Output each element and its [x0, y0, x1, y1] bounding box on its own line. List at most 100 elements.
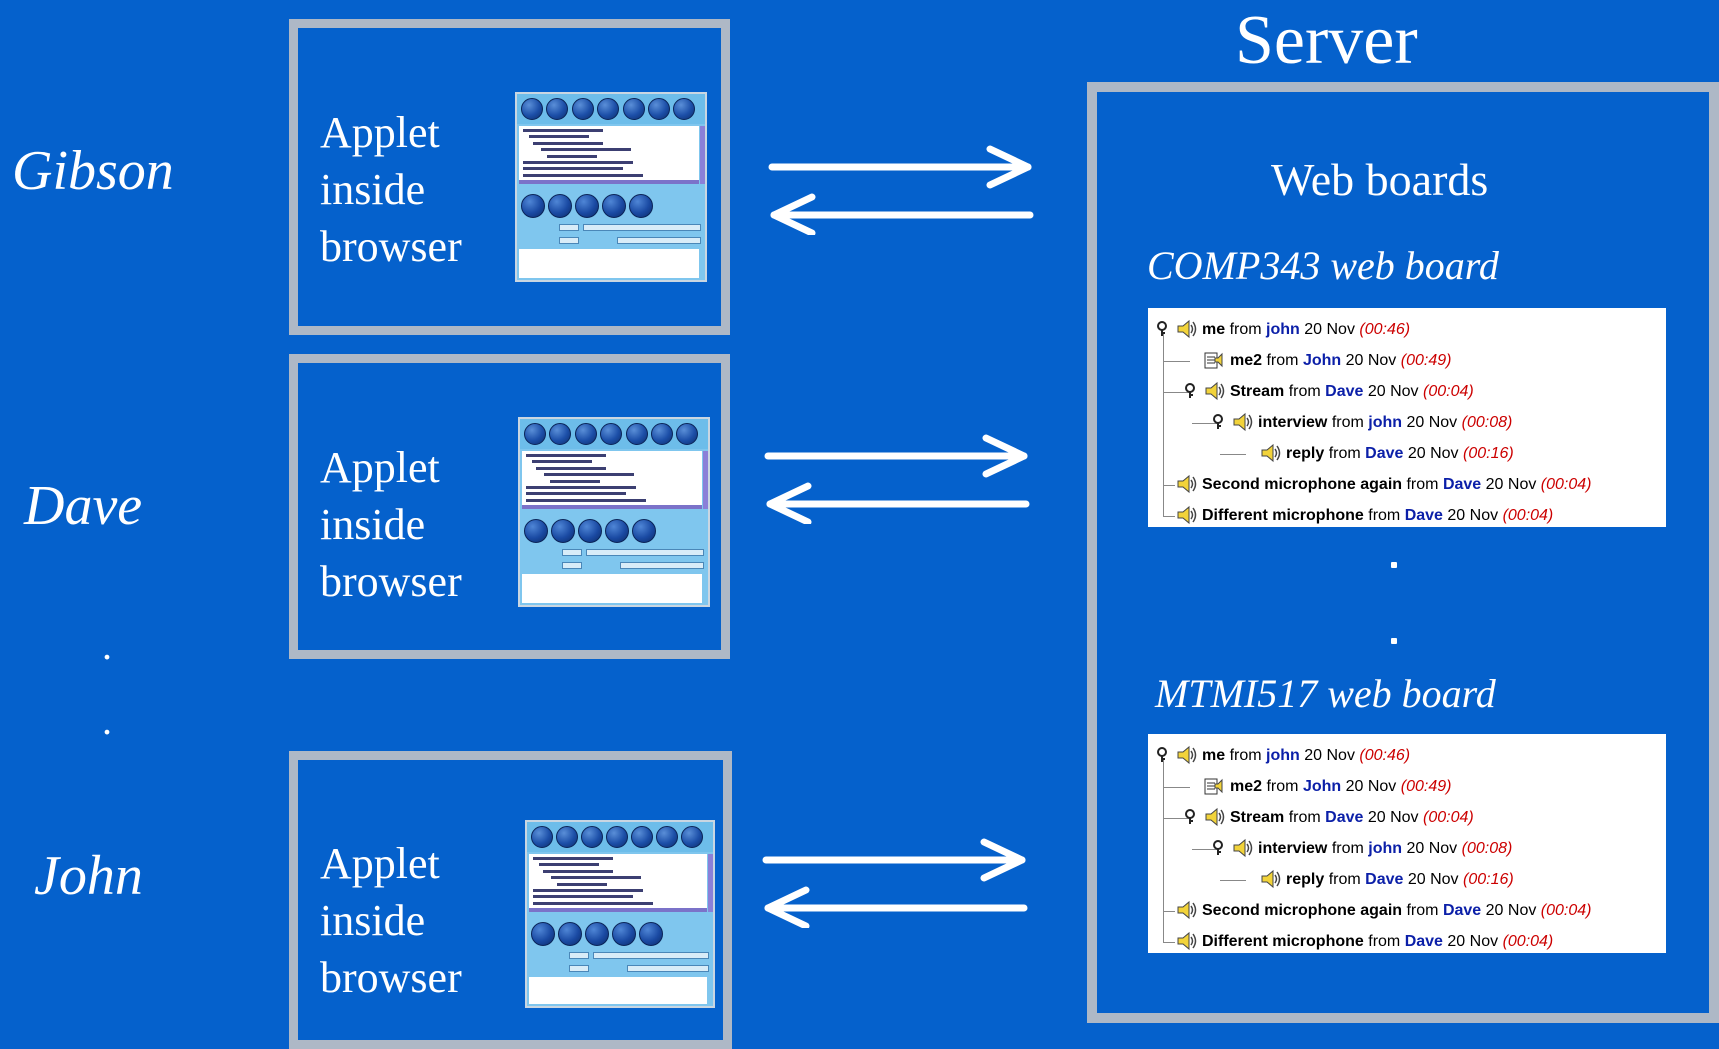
message-subject: me2: [1230, 352, 1263, 369]
toolbar-button-icon: [656, 826, 679, 848]
message-row[interactable]: me2 from John 20 Nov (00:49): [1230, 771, 1451, 802]
message-from: from: [1328, 445, 1361, 462]
message-author: john: [1266, 321, 1300, 338]
toolbar-button-icon: [571, 98, 594, 120]
toolbar-button-icon: [549, 423, 572, 445]
speaker-icon: [1176, 505, 1198, 525]
message-subject: me2: [1230, 778, 1263, 795]
message-time: (00:49): [1400, 778, 1452, 795]
player-button-icon: [602, 194, 626, 218]
message-date: 20 Nov: [1345, 352, 1397, 369]
message-date: 20 Nov: [1304, 747, 1355, 764]
message-time: (00:16): [1463, 445, 1514, 462]
player-button-icon: [521, 194, 545, 218]
message-author: Dave: [1365, 445, 1404, 462]
toolbar-button-icon: [622, 98, 645, 120]
player-button-icon: [531, 922, 555, 946]
message-time: (00:46): [1359, 747, 1411, 764]
request-arrow-gibson: [768, 145, 1034, 235]
client-ellipsis-dot: .: [102, 623, 112, 668]
message-subject: Different microphone: [1202, 933, 1364, 950]
toolbar-button-icon: [676, 423, 699, 445]
message-row[interactable]: Different microphone from Dave 20 Nov (0…: [1202, 500, 1553, 531]
player-button-icon: [639, 922, 663, 946]
client-box-gibson: Applet inside browser: [289, 19, 730, 335]
message-from: from: [1288, 383, 1321, 400]
message-time: (00:46): [1359, 321, 1411, 338]
message-from: from: [1229, 747, 1262, 764]
toolbar-button-icon: [531, 826, 553, 848]
message-time: (00:08): [1461, 840, 1513, 857]
message-subject: reply: [1286, 871, 1325, 888]
message-date: 20 Nov: [1407, 871, 1459, 888]
message-row[interactable]: Second microphone again from Dave 20 Nov…: [1202, 895, 1592, 926]
message-from: from: [1406, 476, 1439, 493]
message-row[interactable]: me2 from John 20 Nov (00:49): [1230, 345, 1451, 376]
client-box-john: Applet inside browser: [289, 751, 732, 1049]
toolbar-button-icon: [556, 826, 579, 848]
message-author: john: [1266, 747, 1300, 764]
toolbar-button-icon: [546, 98, 569, 120]
expand-toggle-icon[interactable]: [1212, 840, 1224, 856]
message-row[interactable]: Second microphone again from Dave 20 Nov…: [1202, 469, 1592, 500]
message-author: Dave: [1404, 933, 1443, 950]
message-from: from: [1368, 507, 1401, 524]
expand-toggle-icon[interactable]: [1184, 809, 1196, 825]
message-date: 20 Nov: [1367, 383, 1419, 400]
message-author: Dave: [1404, 507, 1443, 524]
message-subject: me: [1202, 321, 1226, 338]
player-button-icon: [632, 519, 656, 543]
message-time: (00:04): [1540, 476, 1592, 493]
applet-screenshot: [525, 820, 715, 1008]
expand-toggle-icon[interactable]: [1212, 414, 1224, 430]
applet-screenshot: [518, 417, 710, 607]
server-ellipsis-dot: [1391, 638, 1397, 644]
player-button-icon: [551, 519, 575, 543]
message-row[interactable]: Stream from Dave 20 Nov (00:04): [1230, 802, 1474, 833]
client-name-john: John: [34, 845, 143, 907]
message-time: (00:04): [1423, 809, 1474, 826]
message-author: Dave: [1325, 809, 1364, 826]
expand-toggle-icon[interactable]: [1184, 383, 1196, 399]
player-button-icon: [629, 194, 653, 218]
expand-toggle-icon[interactable]: [1156, 747, 1168, 763]
document-speaker-icon: [1204, 776, 1226, 796]
message-row[interactable]: Stream from Dave 20 Nov (00:04): [1230, 376, 1474, 407]
applet-label: Applet inside browser: [320, 839, 462, 1002]
player-button-icon: [575, 194, 599, 218]
board-title-comp343: COMP343 web board: [1147, 243, 1499, 288]
message-subject: interview: [1258, 840, 1328, 857]
speaker-icon: [1260, 443, 1282, 463]
toolbar-button-icon: [597, 98, 620, 120]
message-date: 20 Nov: [1304, 321, 1355, 338]
message-date: 20 Nov: [1367, 809, 1419, 826]
message-row[interactable]: interview from john 20 Nov (00:08): [1258, 833, 1512, 864]
player-button-icon: [612, 922, 636, 946]
message-from: from: [1266, 352, 1299, 369]
message-date: 20 Nov: [1407, 445, 1459, 462]
client-ellipsis-dot: .: [102, 698, 112, 743]
speaker-icon: [1176, 931, 1198, 951]
message-row[interactable]: interview from john 20 Nov (00:08): [1258, 407, 1512, 438]
toolbar-button-icon: [673, 98, 696, 120]
message-author: John: [1302, 352, 1342, 369]
message-row[interactable]: reply from Dave 20 Nov (00:16): [1286, 864, 1514, 895]
expand-toggle-icon[interactable]: [1156, 321, 1168, 337]
message-row[interactable]: me from john 20 Nov (00:46): [1202, 740, 1410, 771]
document-speaker-icon: [1204, 350, 1226, 370]
server-title: Server: [1235, 2, 1418, 79]
message-row[interactable]: me from john 20 Nov (00:46): [1202, 314, 1410, 345]
speaker-icon: [1232, 412, 1254, 432]
player-button-icon: [558, 922, 582, 946]
message-row[interactable]: reply from Dave 20 Nov (00:16): [1286, 438, 1514, 469]
message-subject: me: [1202, 747, 1226, 764]
message-time: (00:16): [1463, 871, 1514, 888]
message-date: 20 Nov: [1447, 507, 1499, 524]
message-tree-mtmi517: me from john 20 Nov (00:46)me2 from John…: [1148, 734, 1666, 953]
server-ellipsis-dot: [1391, 562, 1397, 568]
toolbar-button-icon: [581, 826, 604, 848]
speaker-icon: [1204, 807, 1226, 827]
player-button-icon: [578, 519, 602, 543]
message-author: john: [1368, 840, 1403, 857]
message-row[interactable]: Different microphone from Dave 20 Nov (0…: [1202, 926, 1553, 957]
